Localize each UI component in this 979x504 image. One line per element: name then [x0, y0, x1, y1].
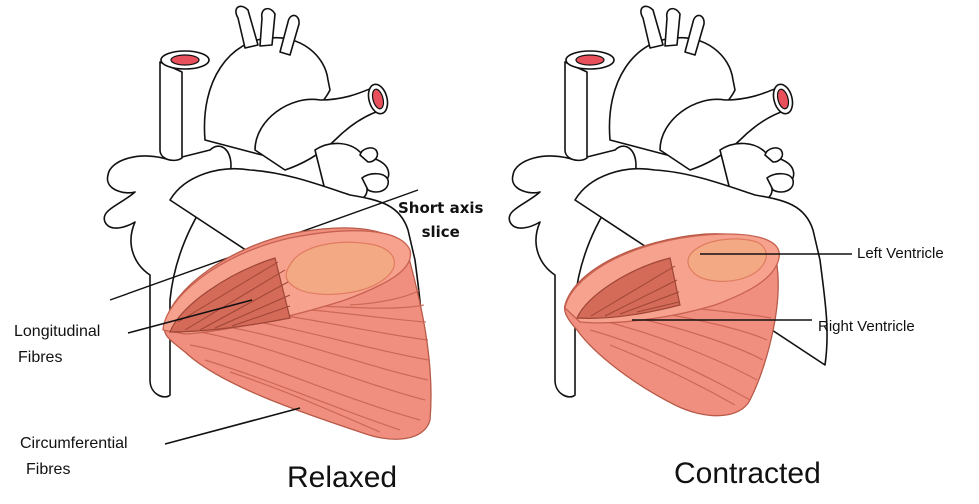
- short-axis-label: Short axis slice: [398, 196, 483, 244]
- contracted-title: Contracted: [674, 458, 821, 490]
- relaxed-heart: [104, 6, 431, 439]
- short-axis-label-line2: slice: [398, 220, 483, 244]
- longitudinal-label-line2: Fibres: [14, 348, 100, 368]
- longitudinal-label-line1: Longitudinal: [14, 322, 100, 342]
- pointer-circumferential: [165, 408, 300, 444]
- circumferential-label-line1: Circumferential: [20, 434, 128, 454]
- contracted-heart: [509, 6, 827, 415]
- left-ventricle-label: Left Ventricle: [857, 245, 944, 263]
- relaxed-title: Relaxed: [287, 462, 397, 494]
- circumferential-fibres-label: Circumferential Fibres: [20, 434, 128, 480]
- circumferential-label-line2: Fibres: [20, 460, 128, 480]
- longitudinal-fibres-label: Longitudinal Fibres: [14, 322, 100, 368]
- short-axis-label-line1: Short axis: [398, 196, 483, 220]
- right-ventricle-label: Right Ventricle: [818, 318, 915, 336]
